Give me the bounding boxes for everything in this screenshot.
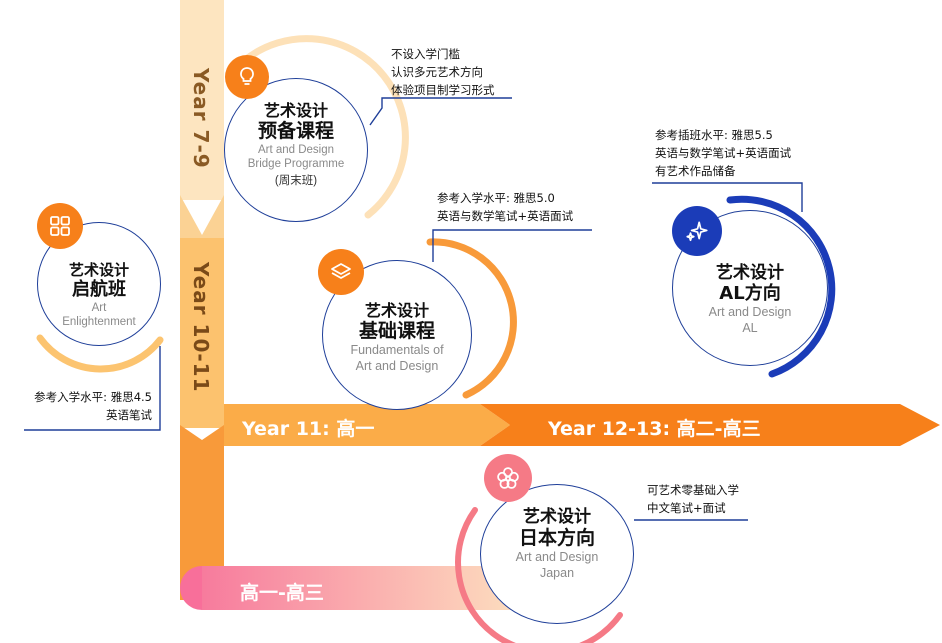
bridge-title-2: 预备课程 (257, 120, 334, 143)
bridge-note: (周末班) (274, 174, 318, 187)
japan-note-1: 可艺术零基础入学 (647, 483, 739, 497)
enlight-en-1: Art (91, 301, 107, 314)
japan-en-2: Japan (539, 565, 575, 580)
japan-note-2: 中文笔试+面试 (647, 501, 726, 515)
fund-notes: 参考入学水平: 雅思5.0 英语与数学笔试+英语面试 (437, 189, 573, 225)
fund-title-2: 基础课程 (358, 320, 435, 343)
al-arc (726, 195, 836, 378)
enlight-en-2: Enlightenment (62, 315, 136, 328)
al-title-2: AL方向 (719, 283, 781, 305)
enlight-title-2: 启航班 (72, 279, 126, 300)
horizontal-arrow-1 (224, 404, 510, 446)
fund-note-1: 参考入学水平: 雅思5.0 (437, 191, 555, 205)
vertical-band-top (180, 0, 224, 200)
fund-en-2: Art and Design (355, 358, 439, 373)
bridge-title-1: 艺术设计 (263, 101, 328, 120)
japan-title-1: 艺术设计 (523, 507, 591, 527)
label-year-10-11: Year 10-11 (189, 262, 213, 393)
fund-title-1: 艺术设计 (364, 301, 429, 320)
bridge-notes: 不设入学门槛 认识多元艺术方向 体验项目制学习形式 (391, 45, 495, 99)
horizontal-arrow-2 (480, 404, 940, 446)
al-en-1: Art and Design (708, 304, 792, 319)
label-year-7-9: Year 7-9 (189, 68, 213, 169)
bridge-course-card: 艺术设计 预备课程 Art and Design Bridge Programm… (224, 78, 368, 222)
enlight-connector (24, 346, 161, 431)
bridge-en-1: Art and Design (257, 143, 335, 156)
layers-icon (318, 249, 364, 295)
bridge-arc (241, 35, 409, 219)
label-gao-1-3: 高一-高三 (240, 582, 324, 604)
vertical-band-low (180, 440, 224, 590)
fund-arc (426, 238, 517, 399)
label-year-12-13: Year 12-13: 高二-高三 (548, 418, 761, 440)
al-note-3: 有艺术作品储备 (655, 164, 736, 178)
label-year-11: Year 11: 高一 (242, 418, 375, 440)
japan-en-1: Art and Design (515, 550, 599, 565)
pink-band (202, 566, 532, 610)
fund-note-2: 英语与数学笔试+英语面试 (437, 209, 574, 223)
fund-course-card: 艺术设计 基础课程 Fundamentals of Art and Design (322, 260, 472, 410)
enlight-note-1: 参考入学水平: 雅思4.5 (34, 390, 152, 404)
japan-arc (454, 507, 623, 643)
japan-notes: 可艺术零基础入学 中文笔试+面试 (647, 481, 739, 517)
grid-icon (37, 203, 83, 249)
flower-icon (484, 454, 532, 502)
japan-title-2: 日本方向 (518, 527, 595, 550)
al-notes: 参考插班水平: 雅思5.5 英语与数学笔试+英语面试 有艺术作品储备 (655, 126, 791, 180)
enlight-notes: 参考入学水平: 雅思4.5 英语笔试 (24, 388, 152, 424)
al-en-2: AL (742, 320, 758, 335)
al-title-1: 艺术设计 (716, 263, 784, 283)
japan-course-card: 艺术设计 日本方向 Art and Design Japan (480, 484, 634, 624)
fund-en-1: Fundamentals of (350, 342, 444, 357)
bridge-connector (369, 97, 512, 126)
vertical-chevron-1 (180, 195, 224, 240)
al-connector (652, 182, 803, 212)
al-note-1: 参考插班水平: 雅思5.5 (655, 128, 773, 142)
bridge-note-1: 不设入学门槛 (391, 47, 460, 61)
fund-connector (432, 229, 592, 262)
enlight-note-2: 英语笔试 (106, 408, 152, 422)
lightbulb-icon (225, 55, 269, 99)
vertical-band-mid (180, 238, 224, 428)
al-note-2: 英语与数学笔试+英语面试 (655, 146, 792, 160)
bridge-note-2: 认识多元艺术方向 (391, 65, 483, 79)
enlight-title-1: 艺术设计 (68, 261, 129, 279)
enlight-arc (36, 334, 164, 373)
bridge-en-2: Bridge Programme (247, 158, 345, 171)
bridge-note-3: 体验项目制学习形式 (391, 83, 495, 97)
sparkle-icon (672, 206, 722, 256)
